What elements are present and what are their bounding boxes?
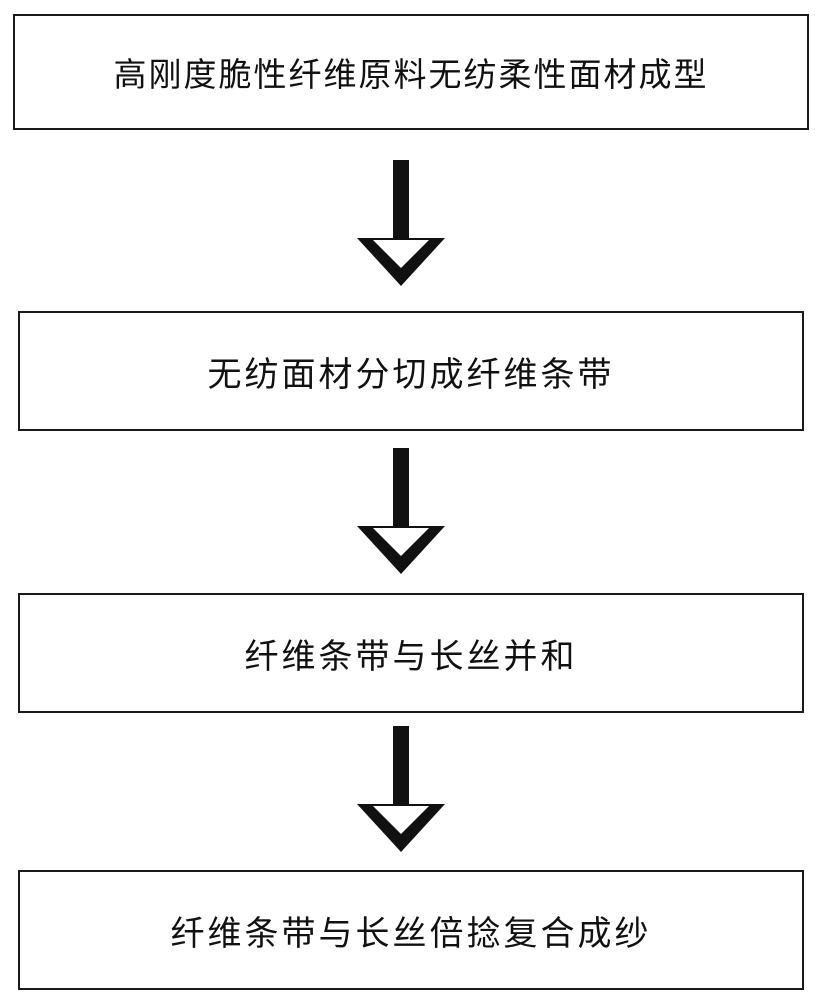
arrow-down-icon [351, 448, 451, 578]
step-label: 高刚度脆性纤维原料无纺柔性面材成型 [114, 48, 709, 96]
step-box-doubling: 纤维条带与长丝并和 [18, 593, 804, 713]
step-label: 无纺面材分切成纤维条带 [208, 347, 615, 396]
arrow-down-icon [351, 160, 451, 290]
step-box-slitting: 无纺面材分切成纤维条带 [18, 311, 804, 431]
arrow-down-icon [351, 726, 451, 856]
step-label: 纤维条带与长丝并和 [245, 629, 578, 678]
step-label: 纤维条带与长丝倍捻复合成纱 [171, 906, 652, 955]
step-box-nonwoven-forming: 高刚度脆性纤维原料无纺柔性面材成型 [13, 14, 809, 130]
step-box-twisting: 纤维条带与长丝倍捻复合成纱 [18, 870, 804, 990]
